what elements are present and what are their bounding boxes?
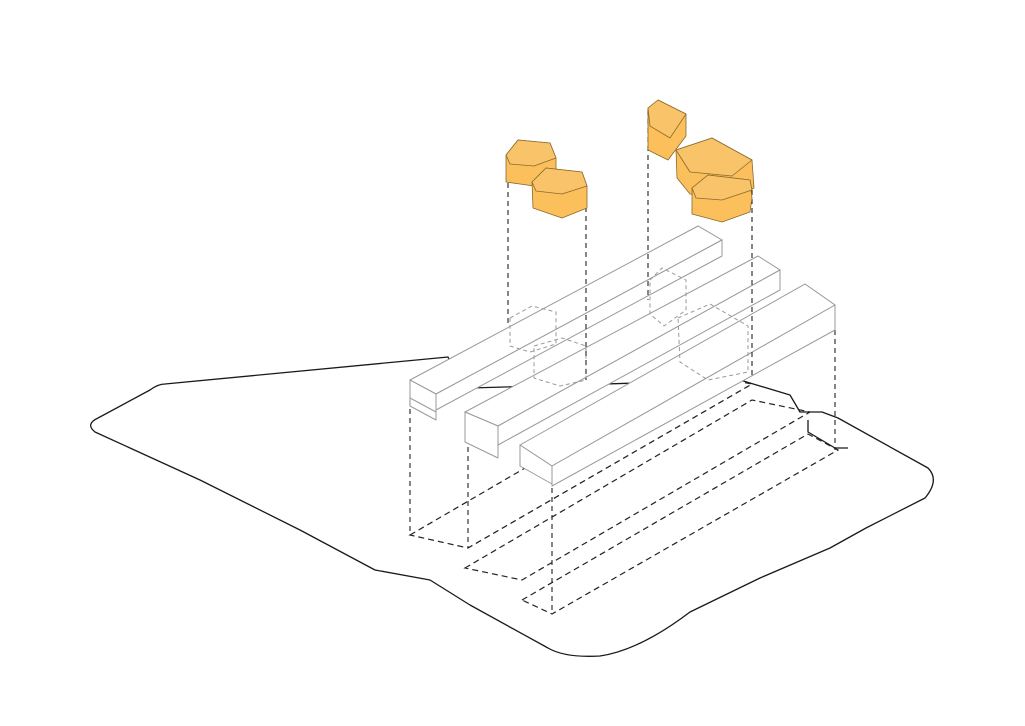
site-outline — [90, 356, 934, 657]
footprint-2 — [463, 399, 812, 581]
bar-3 — [519, 283, 836, 487]
ghost-pod-3 — [649, 267, 687, 327]
pod-5 — [691, 174, 753, 223]
ghost-pod-1 — [509, 305, 557, 353]
ghost-pod-4 — [677, 303, 749, 381]
pod-3 — [647, 99, 687, 161]
site-notch — [807, 420, 848, 449]
bar-2 — [463, 255, 781, 459]
ghost-pod-2 — [533, 337, 587, 387]
pod-2 — [531, 167, 588, 219]
footprint-3 — [520, 433, 840, 615]
